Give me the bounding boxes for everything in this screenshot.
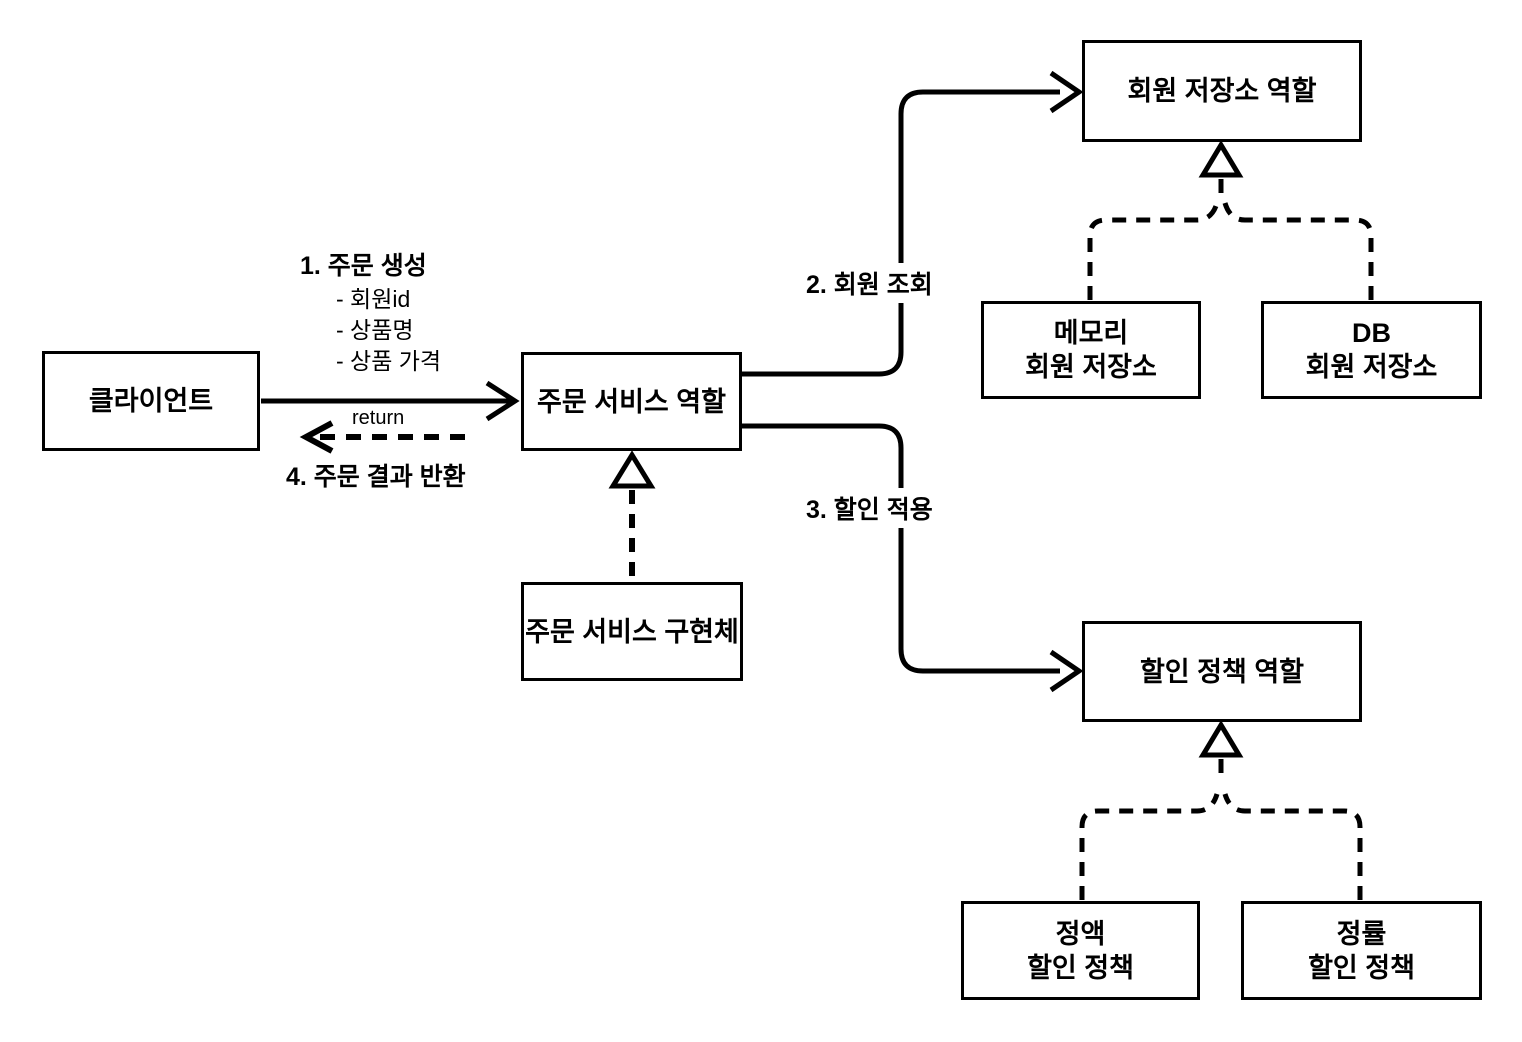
node-fixed-discount-policy-line2: 할인 정책: [1027, 952, 1134, 983]
inheritance-triangle-order-service-icon: [608, 450, 656, 489]
realization-line-fixed-discount: [1079, 793, 1220, 900]
node-order-service-role: 주문 서비스 역할: [521, 352, 742, 451]
node-discount-policy-role-label: 할인 정책 역할: [1139, 656, 1305, 687]
node-rate-discount-policy-line2: 할인 정책: [1308, 952, 1415, 983]
label-step1-item-member-id: - 회원id: [336, 286, 411, 312]
node-order-service-impl: 주문 서비스 구현체: [521, 582, 743, 681]
arrow-discount-apply-line: [742, 423, 1060, 674]
node-client: 클라이언트: [42, 351, 260, 451]
node-client-label: 클라이언트: [88, 386, 214, 416]
label-return: return: [352, 407, 405, 429]
label-step1-items: - 회원id - 상품명 - 상품 가격: [336, 284, 441, 377]
realization-line-memory-member-repo: [1087, 202, 1220, 300]
label-step1-item-product-name: - 상품명: [336, 317, 414, 343]
arrowhead-return-icon: [299, 420, 334, 454]
inheritance-triangle-discount-policy-icon: [1198, 720, 1244, 758]
label-step1-item-product-price: - 상품 가격: [336, 348, 442, 374]
node-memory-member-repo-line2: 회원 저장소: [1025, 352, 1157, 382]
node-memory-member-repo-line1: 메모리: [1053, 318, 1129, 348]
node-db-member-repo-line2: 회원 저장소: [1305, 352, 1438, 382]
label-step4: 4. 주문 결과 반환: [286, 463, 466, 491]
node-discount-policy-role: 할인 정책 역할: [1082, 621, 1362, 722]
realization-line-rate-discount: [1222, 793, 1363, 900]
arrowhead-discount-apply-icon: [1049, 649, 1084, 693]
node-fixed-discount-policy: 정액 할인 정책: [961, 901, 1200, 1000]
node-member-repo-role-label: 회원 저장소 역할: [1127, 76, 1317, 106]
node-rate-discount-policy: 정률 할인 정책: [1241, 901, 1482, 1000]
arrow-member-lookup-line: [742, 89, 1060, 377]
node-memory-member-repo: 메모리 회원 저장소: [981, 301, 1201, 399]
node-db-member-repo-line1: DB: [1352, 318, 1391, 348]
node-rate-discount-policy-line1: 정률: [1336, 918, 1387, 949]
realization-line-db-member-repo: [1222, 202, 1374, 300]
node-member-repo-role: 회원 저장소 역할: [1082, 40, 1362, 142]
node-fixed-discount-policy-line1: 정액: [1055, 918, 1106, 949]
label-step1-title: 1. 주문 생성: [300, 252, 427, 280]
inheritance-triangle-member-repo-icon: [1198, 140, 1244, 178]
label-step3: 3. 할인 적용: [798, 488, 941, 528]
arrowhead-member-lookup-icon: [1049, 70, 1084, 114]
node-order-service-impl-label: 주문 서비스 구현체: [525, 616, 739, 647]
arrowhead-order-create-icon: [485, 380, 520, 422]
node-db-member-repo: DB 회원 저장소: [1261, 301, 1482, 399]
label-step2: 2. 회원 조회: [798, 263, 941, 303]
node-order-service-role-label: 주문 서비스 역할: [537, 386, 726, 417]
